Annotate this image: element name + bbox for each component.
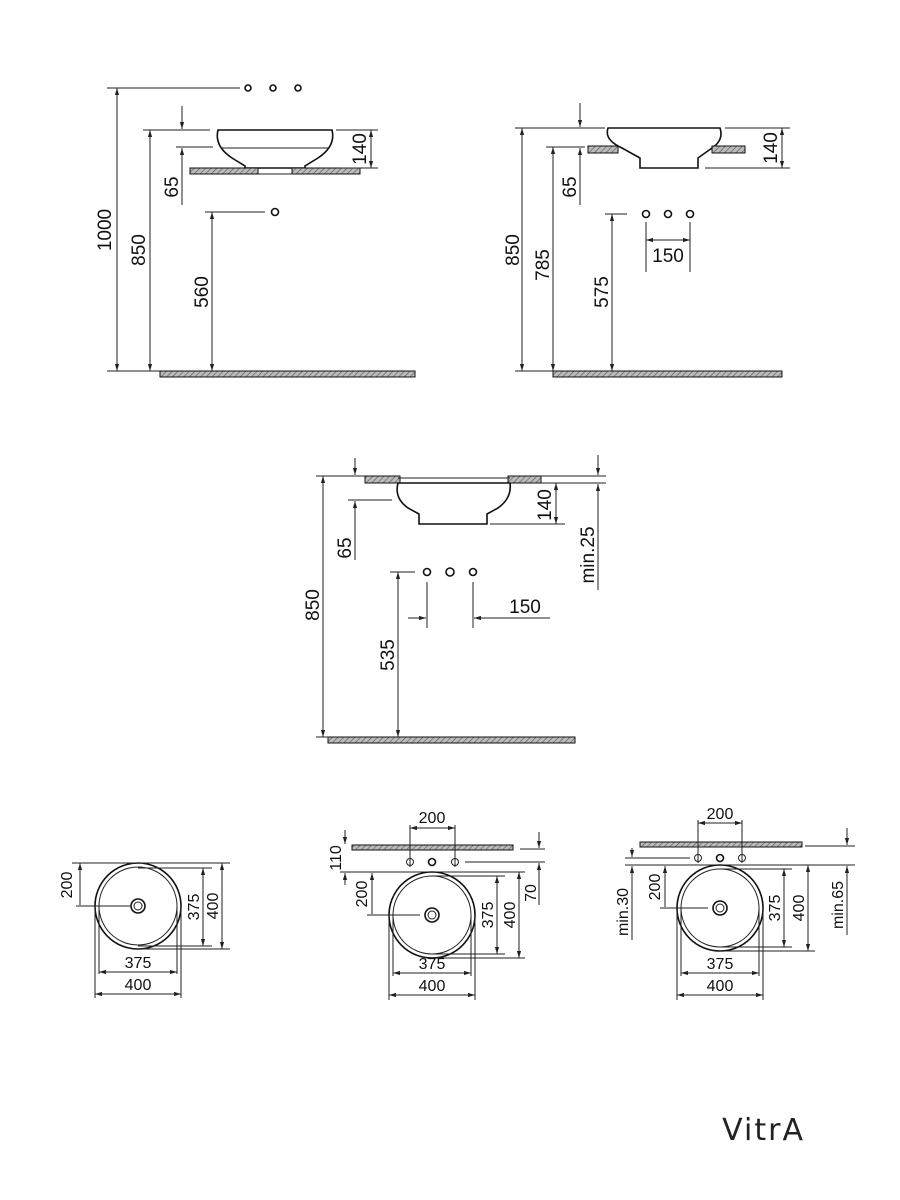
dim-label: 400 <box>419 978 446 995</box>
floor-slab <box>159 370 416 378</box>
dim-label: 850 <box>503 234 524 266</box>
dim-label: 400 <box>125 977 152 994</box>
countertop <box>364 475 401 484</box>
basin-side-view <box>396 482 512 525</box>
tap-holes <box>422 567 478 577</box>
dim-label: 200 <box>707 806 734 823</box>
drain-icon <box>424 907 440 923</box>
dim-label: 400 <box>707 978 734 995</box>
dim-label: 560 <box>192 276 213 308</box>
dim-label: min.25 <box>578 526 599 583</box>
tap-holes <box>244 84 302 92</box>
dim-label: 150 <box>509 597 541 618</box>
dim-label: 375 <box>186 894 203 921</box>
dim-label: 65 <box>335 537 356 558</box>
dim-label: 1000 <box>95 209 116 251</box>
dim-label: 375 <box>707 956 734 973</box>
elevation-semi-recessed: 850 785 65 140 575 150 <box>503 103 790 378</box>
countertop <box>351 844 514 851</box>
elevation-wall-mounted-tap: 1000 850 140 65 560 <box>95 84 416 378</box>
dim-label: min.65 <box>830 881 847 929</box>
dim-label: 375 <box>125 955 152 972</box>
floor-slab <box>327 736 576 744</box>
countertop <box>639 841 803 848</box>
plan-view-3: 200 min.30 min.65 200 375 400 375 400 <box>615 806 855 1000</box>
basin-side-view <box>606 127 722 169</box>
dim-label: 575 <box>592 276 613 308</box>
dim-label: 375 <box>419 956 446 973</box>
dim-label: 200 <box>354 881 371 908</box>
countertop <box>189 167 259 175</box>
dim-label: 375 <box>767 895 784 922</box>
plan-view-2: 200 110 70 200 375 400 375 400 <box>328 810 545 1000</box>
dim-label: 110 <box>328 845 345 871</box>
dim-label: 850 <box>303 589 324 621</box>
dim-label: min.30 <box>615 888 632 936</box>
dim-label: 375 <box>480 902 497 929</box>
dim-label: 785 <box>533 249 554 281</box>
drain-icon <box>130 898 146 914</box>
dim-label: 200 <box>419 810 446 827</box>
dim-label: 150 <box>652 246 684 267</box>
countertop <box>587 145 619 154</box>
dim-label: 400 <box>502 902 519 929</box>
drain-outlet <box>270 207 280 217</box>
dim-label: 400 <box>791 895 808 922</box>
dim-label: 140 <box>761 132 782 164</box>
vitra-logo: VitrA <box>722 1113 805 1148</box>
tap-holes <box>641 209 695 219</box>
tap-holes <box>406 857 459 867</box>
floor-slab <box>552 370 783 378</box>
dim-label: 400 <box>205 893 222 920</box>
dim-label: 140 <box>535 489 556 521</box>
tap-holes <box>694 853 746 863</box>
elevation-under-counter: 850 140 min.25 65 535 150 <box>303 455 606 744</box>
dim-label: 535 <box>378 639 399 671</box>
dim-label: 200 <box>59 872 76 899</box>
dim-label: 65 <box>162 176 183 197</box>
dim-label: 200 <box>647 874 664 901</box>
dim-label: 65 <box>560 176 581 197</box>
dim-label: 850 <box>129 234 150 266</box>
drain-icon <box>712 900 728 916</box>
dim-label: 140 <box>350 133 371 165</box>
dim-label: 70 <box>523 884 540 902</box>
plan-view-1: 200 375 400 375 400 <box>59 862 230 998</box>
basin-side-view <box>216 129 334 169</box>
